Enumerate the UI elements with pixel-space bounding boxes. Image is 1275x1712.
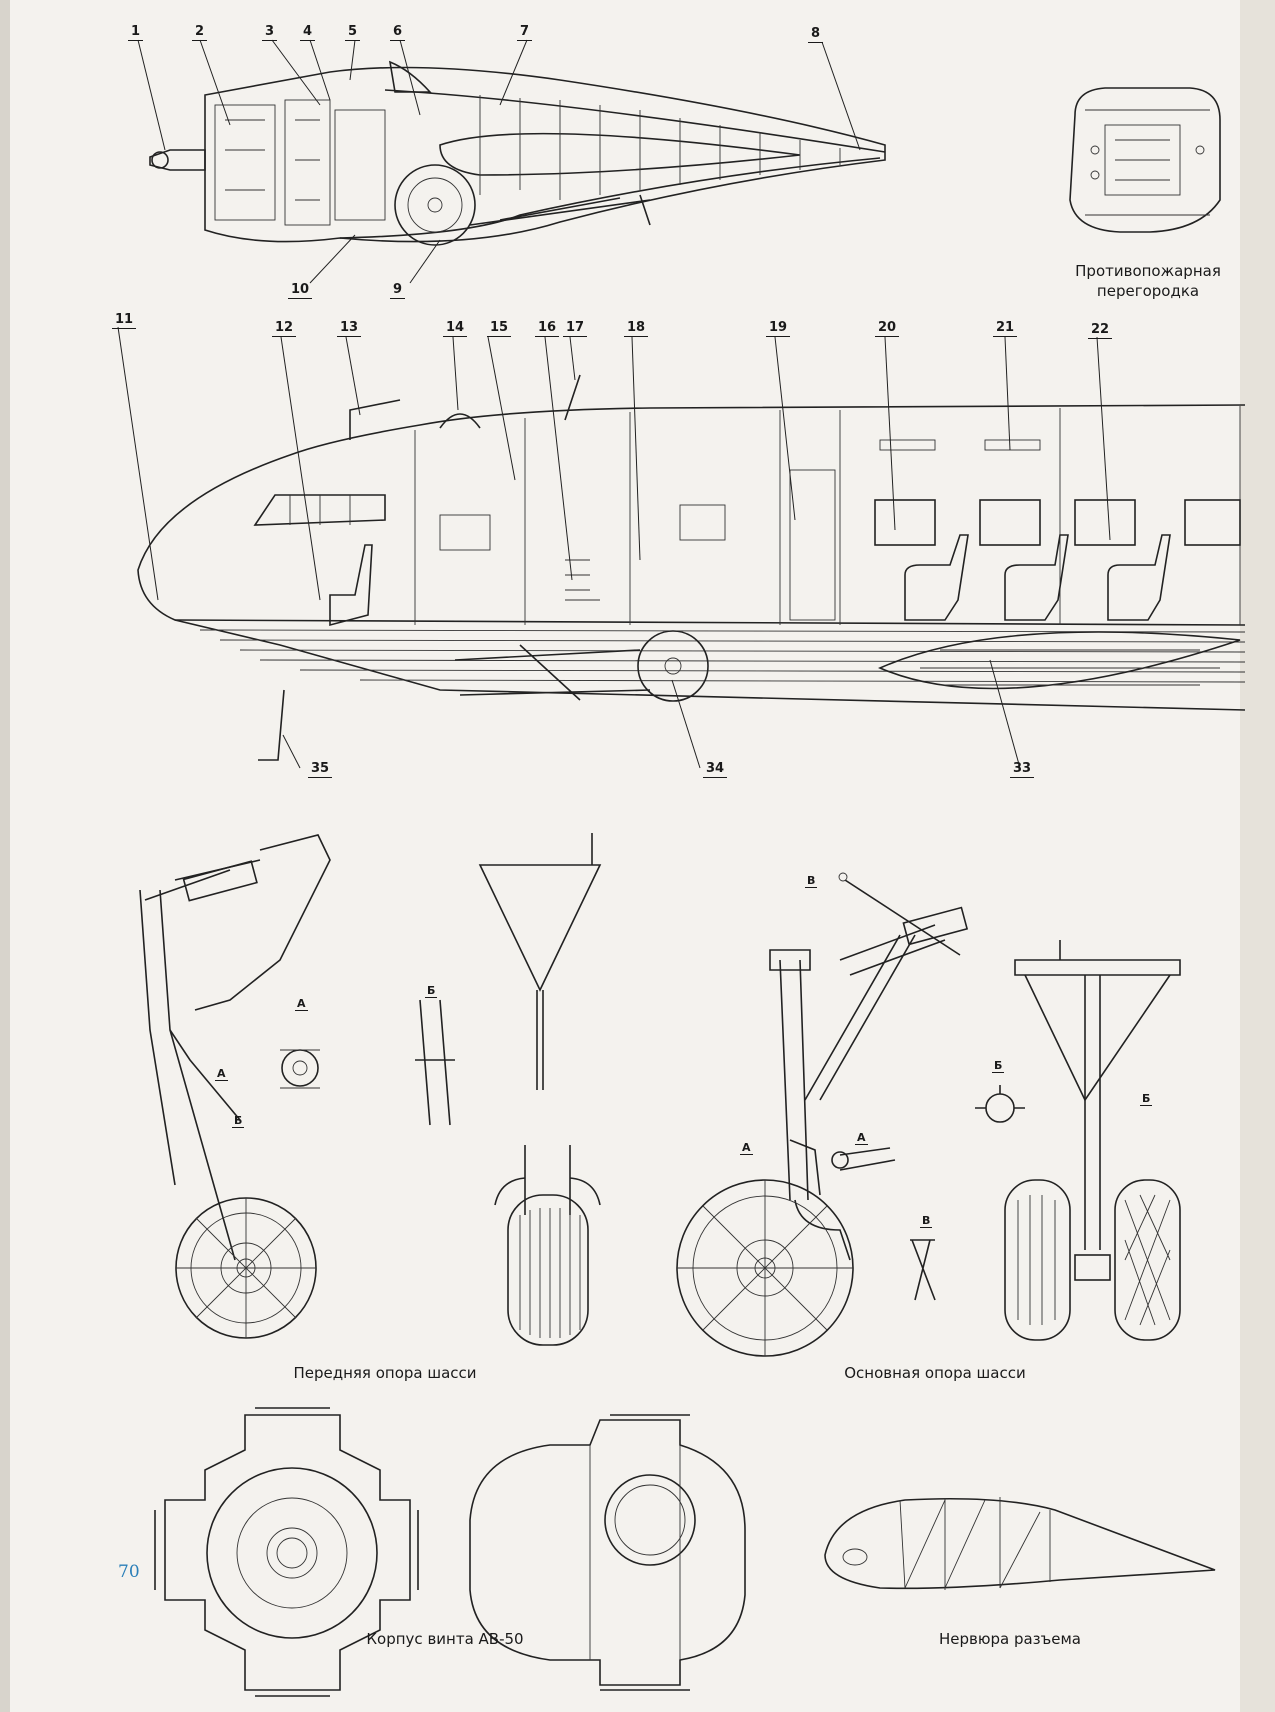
callout-7: 7 [517,25,533,41]
main-gear-drawing [676,872,1181,1357]
page-edge-shadow [1240,0,1275,1712]
callout-5: 5 [345,25,361,41]
callout-19: 19 [766,321,791,337]
rib-drawing [824,1497,1216,1590]
callout-18: 18 [624,321,649,337]
firewall-caption-line1: Противопожарная [1075,262,1221,280]
firewall-caption-line2: перегородка [1096,282,1200,300]
callout-14: 14 [443,321,468,337]
callout-16: 16 [535,321,560,337]
nose-gear-label-a-detail: А [295,997,308,1011]
callout-1: 1 [128,25,144,41]
callout-11: 11 [112,313,137,329]
callout-6: 6 [390,25,406,41]
propeller-hub-drawing [154,1407,746,1697]
callout-10: 10 [288,283,313,299]
callout-15: 15 [487,321,512,337]
fuselage-leaders [117,326,1111,769]
main-gear-label-a-detail: А [855,1131,868,1145]
nose-gear-label-b-detail: Б [425,984,438,998]
main-gear-caption: Основная опора шасси [844,1364,1026,1382]
main-gear-label-v-detail: В [920,1214,933,1228]
nose-gear-label-a: А [215,1067,228,1081]
callout-13: 13 [337,321,362,337]
fuselage-drawing [137,374,1246,761]
propeller-hub-caption: Корпус винта АВ-50 [366,1630,524,1648]
callout-17: 17 [563,321,588,337]
callout-22: 22 [1088,323,1113,339]
nose-gear-label-b: Б [232,1114,245,1128]
nose-gear-drawing [139,833,602,1346]
callout-33: 33 [1010,762,1035,778]
callout-21: 21 [993,321,1018,337]
callout-3: 3 [262,25,278,41]
rib-caption: Нервюра разъема [938,1630,1081,1648]
callout-35: 35 [308,762,333,778]
callout-4: 4 [300,25,316,41]
page-binding-shadow [0,0,10,1712]
main-gear-label-b: Б [1140,1092,1153,1106]
nose-gear-caption: Передняя опора шасси [293,1364,477,1382]
callout-20: 20 [875,321,900,337]
engine-nacelle-drawing [149,60,886,246]
nacelle-leaders [137,39,861,284]
callout-34: 34 [703,762,728,778]
callout-2: 2 [192,25,208,41]
page-number: 70 [118,1562,140,1582]
firewall-drawing [1069,87,1221,233]
callout-9: 9 [390,283,406,299]
main-gear-label-a: А [740,1141,753,1155]
main-gear-label-b-detail: Б [992,1059,1005,1073]
callout-8: 8 [808,27,824,43]
callout-12: 12 [272,321,297,337]
main-gear-label-v-top: В [805,874,818,888]
